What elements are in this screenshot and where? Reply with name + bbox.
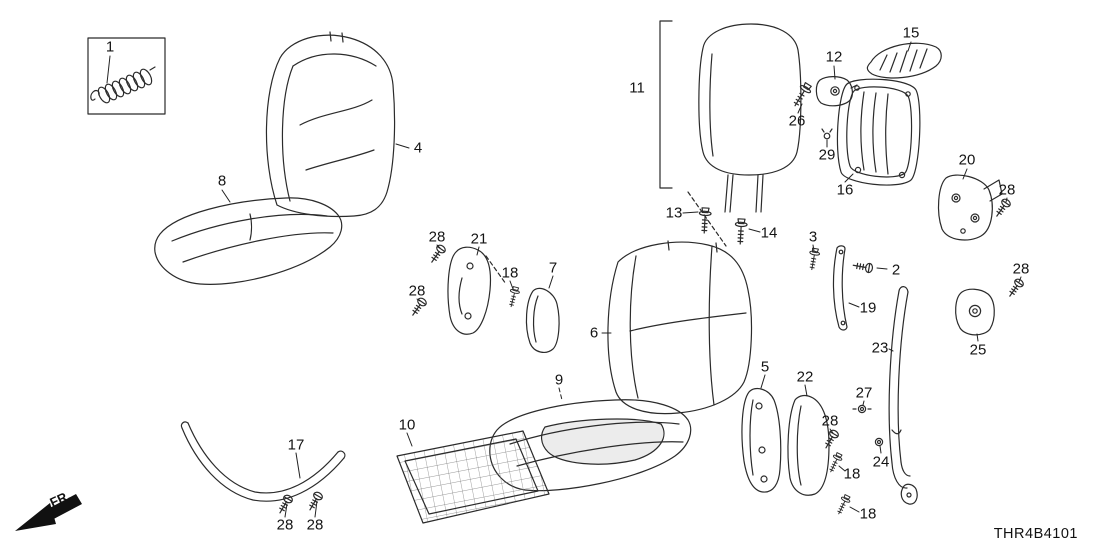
callout-21-20: 21 (470, 230, 488, 248)
leader-line-4-1 (395, 143, 410, 149)
leader-line-9-25 (558, 387, 563, 401)
callout-4-1: 4 (413, 139, 423, 157)
part-1-spring (87, 37, 166, 115)
part-8-seat-cushion (154, 197, 343, 285)
part-25-bracket (955, 288, 995, 336)
callout-12-4: 12 (825, 48, 843, 66)
callout-25-18: 25 (969, 341, 987, 359)
leader-line-24-30 (879, 445, 882, 454)
diagram-code: THR4B4101 (993, 526, 1078, 542)
part-12-lock (815, 76, 858, 107)
leader-line-26-6 (797, 103, 803, 114)
callout-26-6: 26 (788, 112, 806, 130)
leader-line-12-4 (833, 65, 836, 80)
part-17-wire (180, 421, 346, 502)
part-7-cover (525, 287, 560, 353)
leader-line-20-9 (962, 168, 968, 180)
part-20-bracket (937, 174, 1003, 241)
leader-line-18-31 (838, 465, 846, 472)
callout-28-10: 28 (998, 181, 1016, 199)
part-16-armrest-frame (836, 78, 921, 186)
part-10-frame-panel (396, 430, 550, 524)
part-21-bracket (447, 246, 507, 335)
leader-line-5-26 (760, 374, 766, 389)
callout-10-33: 10 (398, 416, 416, 434)
callout-17-32: 17 (287, 436, 305, 454)
callout-13-11: 13 (665, 204, 683, 222)
leader-line-28-29 (829, 428, 834, 434)
part-6-seat-back (607, 240, 753, 415)
callout-28-36: 28 (306, 516, 324, 534)
leader-line-16-8 (844, 173, 854, 183)
callout-18-31: 18 (843, 465, 861, 483)
leader-line-1-0 (106, 55, 111, 84)
leader-line-22-27 (804, 384, 808, 397)
leader-line-23-17 (888, 348, 894, 352)
callout-20-9: 20 (958, 151, 976, 169)
leader-line-28-10 (1005, 197, 1008, 203)
leader-line-28-36 (314, 500, 318, 518)
part-4-seat-back (265, 31, 396, 218)
callout-19-16: 19 (859, 299, 877, 317)
callout-23-17: 23 (871, 339, 889, 357)
small-fasteners (821, 128, 884, 447)
part-5-bracket (741, 387, 782, 493)
leader-line-14-12 (748, 228, 761, 233)
callout-2-14: 2 (891, 261, 901, 279)
callout-18-21: 18 (501, 264, 519, 282)
callout-28-15: 28 (1012, 260, 1030, 278)
leader-line-28-23 (416, 298, 421, 302)
callout-7-22: 7 (548, 259, 558, 277)
leader-line-13-11 (682, 211, 699, 214)
part-9-seat-cushion (489, 399, 692, 492)
clip-29-icon (823, 132, 831, 140)
leader-line-8-2 (221, 189, 231, 203)
part-15-armrest-trim (866, 42, 942, 79)
part-19-strap (832, 245, 848, 331)
leader-line-3-13 (812, 244, 815, 252)
callout-5-26: 5 (760, 358, 770, 376)
leader-line-17-32 (295, 452, 301, 479)
callout-27-28: 27 (855, 384, 873, 402)
callout-6-24: 6 (589, 324, 599, 342)
callout-28-19: 28 (428, 228, 446, 246)
callout-24-30: 24 (872, 453, 890, 471)
callout-28-23: 28 (408, 282, 426, 300)
callout-28-29: 28 (821, 412, 839, 430)
leader-line-15-5 (907, 41, 912, 52)
callout-8-2: 8 (217, 172, 227, 190)
callout-1-0: 1 (105, 38, 115, 56)
callout-22-27: 22 (796, 368, 814, 386)
leader-line-19-16 (848, 302, 860, 308)
callout-18-34: 18 (859, 505, 877, 523)
callout-16-8: 16 (836, 181, 854, 199)
callout-11-3: 11 (629, 79, 645, 97)
callout-9-25: 9 (554, 371, 564, 389)
part-23-seat-belt (888, 286, 918, 505)
leader-line-27-28 (862, 400, 865, 406)
leader-line-2-14 (876, 267, 888, 270)
leader-line-18-34 (849, 506, 860, 513)
leader-line-18-21 (509, 280, 514, 290)
callout-14-12: 14 (760, 224, 778, 242)
leader-line-7-22 (548, 275, 554, 289)
callout-29-7: 29 (818, 146, 836, 164)
leader-line-28-35 (284, 503, 288, 518)
leader-line-28-15 (1018, 276, 1022, 283)
part-11-headrest (659, 20, 802, 247)
leader-line-21-20 (476, 246, 480, 256)
callout-3-13: 3 (808, 228, 818, 246)
callout-15-5: 15 (902, 24, 920, 42)
part-22-cover (787, 394, 830, 496)
fr-direction-arrow: FR. (15, 488, 82, 531)
leader-line-28-19 (436, 244, 441, 249)
leader-line-25-18 (976, 333, 979, 342)
callout-28-35: 28 (276, 516, 294, 534)
leader-line-10-33 (406, 432, 413, 447)
